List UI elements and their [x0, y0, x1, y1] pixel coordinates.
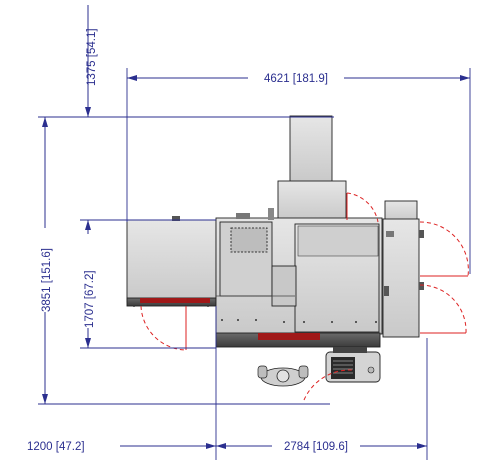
overall-depth-label: 3851 [151.6]	[41, 248, 53, 312]
right-cabinet	[382, 218, 420, 338]
coolant-tower	[384, 200, 418, 222]
head-housing	[277, 180, 347, 221]
access-panel	[271, 265, 297, 307]
machine-depth-label: 1707 [67.2]	[84, 270, 96, 328]
overall-width-label: 4621 [181.9]	[264, 73, 328, 85]
base-accent-strip	[258, 333, 320, 340]
operator-figure-icon	[257, 365, 309, 387]
control-console-icon	[325, 347, 381, 383]
dimension-overlay: 4621 [181.9] 1375 [54.1] 3851 [151.6] 17…	[27, 5, 471, 460]
left-offset-label: 1200 [47.2]	[27, 441, 85, 453]
spindle-column	[289, 115, 333, 183]
chip-conveyor	[126, 219, 217, 303]
top-clearance-label: 1375 [54.1]	[86, 28, 98, 86]
right-span-label: 2784 [109.6]	[284, 441, 348, 453]
machine-assembly	[126, 115, 424, 348]
door-swing-arcs	[140, 192, 469, 401]
panel-window	[230, 227, 268, 253]
